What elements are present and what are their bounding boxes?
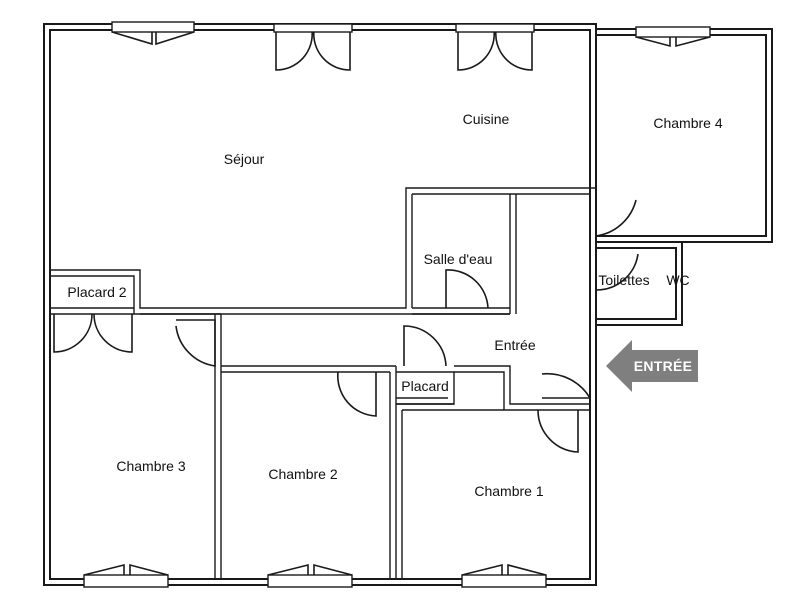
outer-walls bbox=[43, 23, 773, 586]
room-label-placard-2: Placard 2 bbox=[67, 284, 127, 300]
room-label-cuisine: Cuisine bbox=[462, 111, 510, 127]
room-label-sejour: Séjour bbox=[223, 151, 265, 167]
room-label-salle-d-eau: Salle d'eau bbox=[423, 251, 493, 267]
single-doors bbox=[175, 188, 639, 453]
french-doors bbox=[53, 23, 535, 353]
room-label-chambre-4: Chambre 4 bbox=[653, 115, 723, 131]
room-label-chambre-1: Chambre 1 bbox=[474, 483, 544, 499]
room-label-chambre-3: Chambre 3 bbox=[116, 458, 186, 474]
entrance-arrow-label: ENTRÉE bbox=[633, 358, 693, 374]
entrance-arrow bbox=[606, 340, 698, 392]
room-label-placard: Placard bbox=[401, 378, 449, 394]
interior-walls bbox=[50, 187, 597, 585]
window-sashes bbox=[83, 31, 711, 576]
room-label-chambre-2: Chambre 2 bbox=[268, 466, 338, 482]
windows bbox=[83, 21, 711, 588]
room-label-entree: Entrée bbox=[494, 337, 536, 353]
room-label-toilettes: Toilettes bbox=[598, 272, 650, 288]
room-label-wc: WC bbox=[666, 272, 690, 288]
